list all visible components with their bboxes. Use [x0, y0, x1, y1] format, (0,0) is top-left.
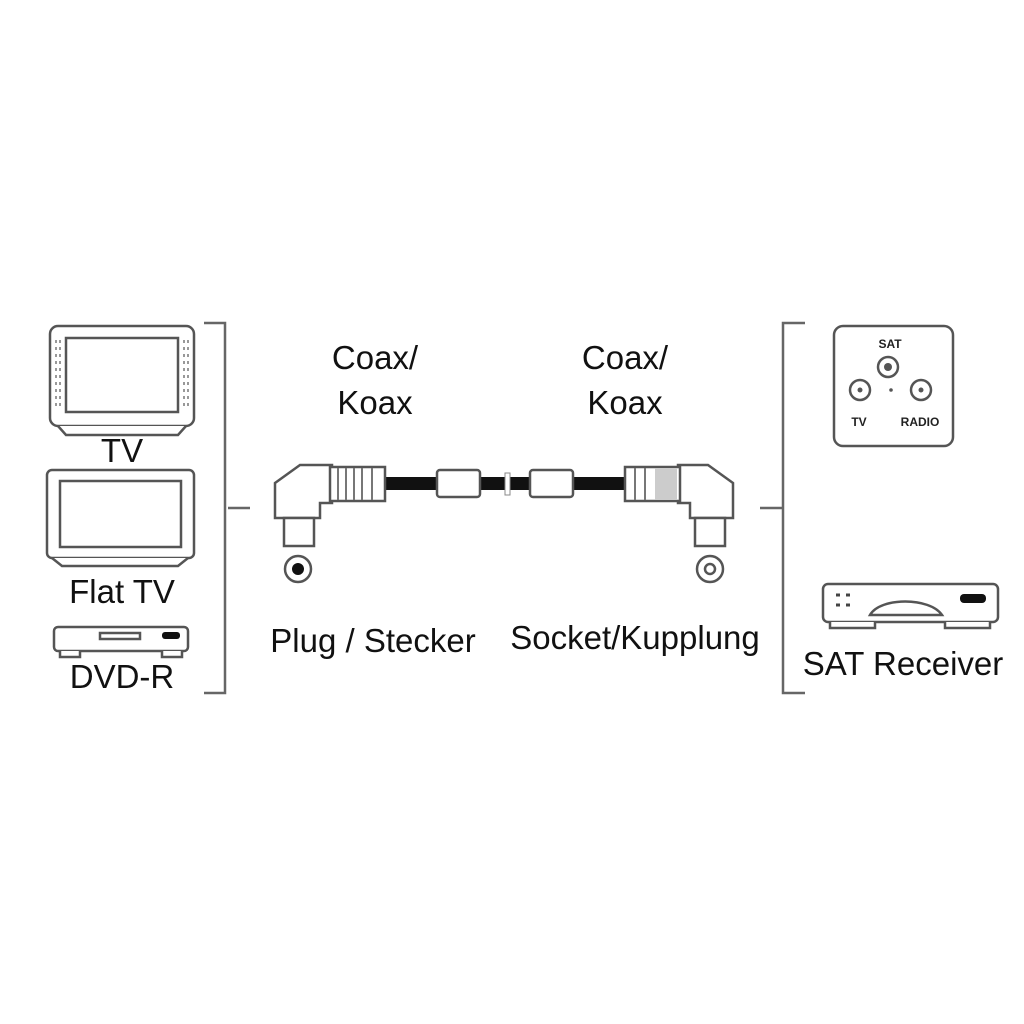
coax-cable-icon	[273, 463, 735, 584]
left-cable-type-de: Koax	[337, 384, 413, 421]
flat-tv-icon	[45, 468, 196, 568]
tv-port-label: TV	[851, 415, 866, 429]
right-cable-type-de: Koax	[587, 384, 663, 421]
dvd-label: DVD-R	[70, 658, 175, 695]
flat-tv-label: Flat TV	[69, 573, 175, 610]
right-bracket	[760, 321, 805, 695]
tv-icon	[48, 324, 196, 437]
sat-port-label: SAT	[878, 337, 902, 351]
socket-label: Socket/Kupplung	[510, 619, 760, 656]
left-cable-type: Coax/	[332, 339, 419, 376]
dvd-recorder-icon	[52, 625, 190, 659]
left-bracket	[204, 321, 250, 695]
sat-wall-socket-icon	[832, 324, 955, 448]
sat-receiver-label: SAT Receiver	[803, 645, 1004, 682]
right-cable-type: Coax/	[582, 339, 669, 376]
radio-port-label: RADIO	[901, 415, 940, 429]
tv-label: TV	[101, 432, 143, 469]
sat-receiver-icon	[821, 582, 1000, 630]
plug-label: Plug / Stecker	[270, 622, 475, 659]
